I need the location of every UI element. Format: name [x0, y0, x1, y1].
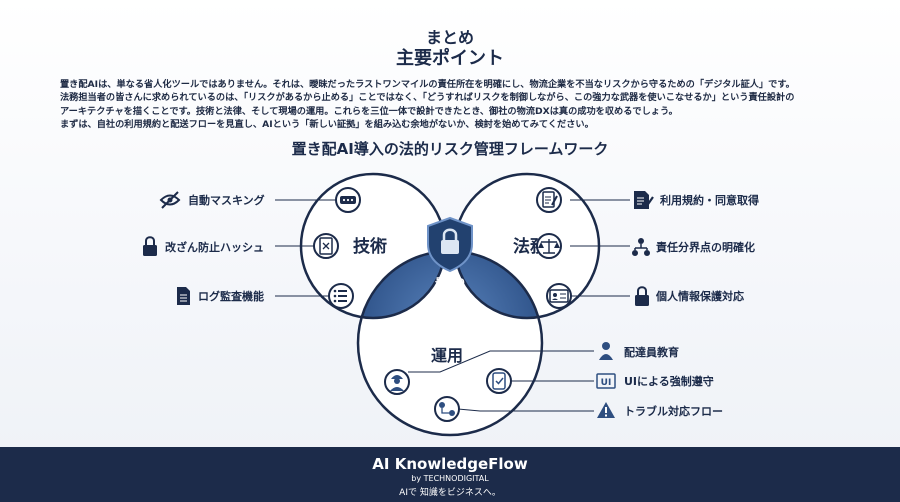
tech-item-hash: 改ざん防止ハッシュ: [165, 240, 264, 254]
list-icon: [328, 283, 354, 309]
ops-label: 運用: [431, 346, 463, 365]
ui-badge-label: UI: [601, 378, 612, 388]
person-icon: [599, 342, 613, 360]
summary-line: アーキテクチャを描くことです。技術と法律、そして現場の運用。これらを三位一体で設…: [60, 105, 678, 117]
scale-icon: [536, 233, 562, 259]
ui-badge-icon: UI: [596, 373, 616, 389]
shield-lock-icon: [427, 216, 473, 273]
brand-by: by TECHNODIGITAL: [411, 474, 489, 483]
tech-ops-overlap: [358, 251, 445, 318]
id-card-icon: [546, 283, 572, 309]
tech-item-masking: 自動マスキング: [188, 193, 265, 207]
legal-item-responsibility: 責任分界点の明確化: [656, 240, 755, 254]
warning-icon: [597, 402, 615, 418]
venn-diagram: 技術 法務 運用 最強の 証拠能力: [143, 172, 759, 437]
mobile-check-icon: [486, 368, 512, 394]
tech-label: 技術: [353, 236, 387, 257]
lock-icon: [143, 236, 157, 256]
summary-text: 置き配AIは、単なる省人化ツールではありません。それは、曖昧だったラストワンマイ…: [60, 78, 860, 132]
center-label-line1: 最強の: [435, 276, 465, 289]
file-x-icon: [313, 233, 339, 259]
summary-line: 法務担当者の皆さんに求められているのは、「リスクがあるから止める」ことではなく、…: [60, 92, 795, 104]
summary-line: 置き配AIは、単なる省人化ツールではありません。それは、曖昧だったラストワンマイ…: [60, 79, 795, 90]
hierarchy-icon: [632, 238, 650, 256]
page-title: まとめ: [425, 28, 474, 47]
tech-item-log-audit: ログ監査機能: [198, 289, 264, 303]
connector-lines: [275, 199, 630, 412]
legal-ops-overlap: [455, 251, 542, 318]
eye-slash-icon: [159, 191, 181, 209]
footer: AI KnowledgeFlow by TECHNODIGITAL AIで 知識…: [0, 447, 900, 502]
contract-edit-icon: [634, 191, 654, 209]
framework-title: 置き配AI導入の法的リスク管理フレームワーク: [291, 140, 609, 158]
ops-item-trouble-flow: トラブル対応フロー: [624, 404, 723, 418]
workflow-icon: [434, 396, 460, 422]
legal-item-terms: 利用規約・同意取得: [660, 193, 759, 207]
page-subtitle: 主要ポイント: [396, 48, 504, 69]
document-icon: [177, 287, 190, 305]
center-label-line2: 証拠能力: [430, 290, 470, 303]
ops-item-ui-enforcement: UIによる強制遵守: [624, 374, 714, 388]
brand-name: AI KnowledgeFlow: [372, 455, 528, 473]
document-edit-icon: [536, 187, 562, 213]
lock-icon: [635, 286, 649, 306]
brand-tagline: AIで 知識をビジネスへ。: [399, 488, 501, 498]
legal-item-privacy: 個人情報保護対応: [655, 289, 744, 303]
ellipsis-box-icon: [335, 187, 361, 213]
ops-item-training: 配達員教育: [624, 345, 679, 359]
summary-line: まずは、自社の利用規約と配送フローを見直し、AIという「新しい証拠」を組み込む余…: [60, 119, 594, 131]
worker-icon: [384, 369, 410, 395]
